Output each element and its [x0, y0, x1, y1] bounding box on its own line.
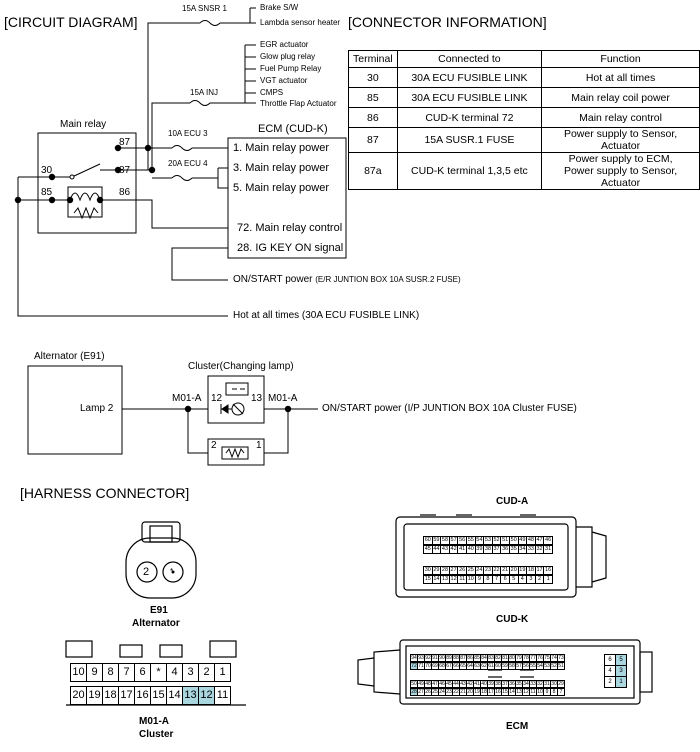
lamp2-label: Lamp 2 [80, 403, 114, 414]
fuse-ecu4-label: 20A ECU 4 [168, 159, 208, 168]
inj-load-4: CMPS [260, 88, 284, 97]
snsr1-load-0: Brake S/W [260, 3, 299, 12]
connector-pin: 14 [166, 686, 183, 705]
ecm-pin-28: 28. IG KEY ON signal [237, 242, 344, 254]
relay-title: Main relay [60, 119, 107, 130]
hot-at-all-times-label: Hot at all times (30A ECU FUSIBLE LINK) [233, 310, 420, 321]
function-cell: Main relay control [541, 107, 700, 128]
connector-pin: 17 [118, 686, 135, 705]
ecm-title: ECM (CUD-K) [258, 123, 328, 135]
ecm-pin-5: 5. Main relay power [233, 182, 329, 194]
fuse-ecu3-label: 10A ECU 3 [168, 129, 208, 138]
connector-pin: 7 [118, 663, 135, 682]
connector-pin: 51 [557, 662, 565, 670]
fuse-snsr1-label: 15A SNSR 1 [182, 4, 227, 13]
inj-load-0: EGR actuator [260, 40, 309, 49]
m01a-name: M01-A [139, 716, 170, 727]
fuse-inj-label: 15A INJ [190, 88, 219, 97]
connector-pin: * [150, 663, 167, 682]
cluster-pin-13: 13 [251, 393, 263, 404]
connector-info-heading: [CONNECTOR INFORMATION] [348, 14, 547, 30]
function-line-1: Power supply to ECM, [568, 153, 673, 165]
inj-load-2: Fuel Pump Relay [260, 64, 322, 73]
connector-pin: 1 [543, 575, 553, 584]
function-cell: Power supply to ECM,Power supply to Sens… [541, 152, 700, 190]
connector-pin: 29 [557, 680, 565, 688]
connected-cell: CUD-K terminal 72 [396, 107, 543, 128]
cluster-pin-12: 12 [211, 393, 223, 404]
inj-load-3: VGT actuator [260, 76, 308, 85]
connector-pin: 9 [86, 663, 103, 682]
cud-a-title: CUD-A [496, 496, 529, 507]
relay-pin-87a: 87 [119, 137, 131, 148]
connector-info-table: Terminal Connected to Function 30 30A EC… [348, 50, 700, 190]
connector-pin: 13 [182, 686, 199, 705]
function-line-2: Power supply to Sensor, Actuator [563, 165, 678, 189]
connector-pin: 18 [102, 686, 119, 705]
connector-pin: 2 [198, 663, 215, 682]
connector-pin: 19 [86, 686, 103, 705]
m01a-right-label: M01-A [268, 393, 298, 404]
connected-cell: 30A ECU FUSIBLE LINK [396, 67, 543, 88]
connector-pin: 4 [166, 663, 183, 682]
function-cell: Power supply to Sensor, Actuator [541, 127, 700, 153]
snsr1-load-1: Lambda sensor heater [260, 18, 341, 27]
connector-pin: 8 [102, 663, 119, 682]
connector-pin: 1 [615, 676, 627, 688]
ecm-pin-3: 3. Main relay power [233, 162, 329, 174]
cud-k-title: CUD-K [496, 614, 529, 625]
inj-load-5: Throttle Flap Actuator [260, 99, 337, 108]
connector-pin: 6 [134, 663, 151, 682]
ecm-pin-1: 1. Main relay power [233, 142, 329, 154]
connector-pin: 1 [214, 663, 231, 682]
circuit-diagram-heading: [CIRCUIT DIAGRAM] [4, 14, 138, 30]
relay-pin-85: 85 [41, 187, 53, 198]
on-start-power-text: ON/START power [233, 274, 313, 285]
connector-pin: 12 [198, 686, 215, 705]
terminal-cell: 87a [348, 152, 398, 190]
alternator-title: Alternator (E91) [34, 351, 105, 362]
m01a-left-label: M01-A [172, 393, 202, 404]
function-cell: Main relay coil power [541, 87, 700, 108]
ecm-title: ECM [506, 721, 529, 732]
e91-pin-2: 2 [143, 566, 150, 578]
connector-pin: 46 [543, 536, 553, 545]
connector-pin: 10 [70, 663, 87, 682]
e91-label: Alternator [132, 618, 180, 629]
connector-pin: 3 [182, 663, 199, 682]
inj-load-1: Glow plug relay [260, 52, 316, 61]
table-header-row: Terminal Connected to Function [348, 50, 700, 68]
relay-pin-86: 86 [119, 187, 131, 198]
relay-pin-87: 87 [119, 165, 131, 176]
cluster-title: Cluster(Changing lamp) [188, 361, 294, 372]
connector-pin: 7 [557, 688, 565, 696]
cluster-pin-1: 1 [256, 440, 262, 451]
m01a-label: Cluster [139, 729, 174, 740]
connector-pin: 31 [543, 545, 553, 554]
connector-pin: 20 [70, 686, 87, 705]
e91-pin-star: * [170, 567, 174, 576]
relay-pin-30: 30 [41, 165, 53, 176]
on-start-power-source: (E/R JUNTION BOX 10A SUSR.2 FUSE) [315, 275, 461, 284]
on-start-power-label: ON/START power (E/R JUNTION BOX 10A SUSR… [233, 275, 461, 285]
connector-pin: 11 [214, 686, 231, 705]
e91-name: E91 [150, 605, 168, 616]
harness-connector-heading: [HARNESS CONNECTOR] [20, 485, 190, 501]
connector-pin: 73 [557, 654, 565, 662]
connector-pin: 16 [134, 686, 151, 705]
lamp-on-start-label: ON/START power (I/P JUNTION BOX 10A Clus… [322, 403, 577, 414]
cluster-pin-2: 2 [211, 440, 217, 451]
connector-pin: 15 [150, 686, 167, 705]
table-row: 87a CUD-K terminal 1,3,5 etc Power suppl… [348, 152, 700, 190]
connected-cell: CUD-K terminal 1,3,5 etc [396, 152, 543, 190]
ecm-pin-72: 72. Main relay control [237, 222, 343, 234]
connector-pin: 16 [543, 566, 553, 575]
table-row: 87 15A SUSR.1 FUSE Power supply to Senso… [348, 127, 700, 153]
